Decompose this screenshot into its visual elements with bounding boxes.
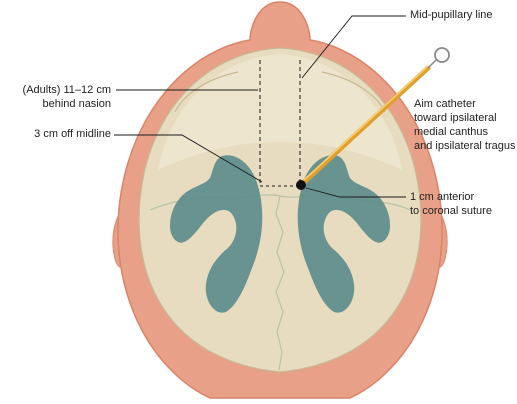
off-midline-label: 3 cm off midline	[34, 128, 111, 141]
anterior-coronal-label-line2: to coronal suture	[410, 205, 492, 218]
aim-catheter-label-line1: Aim catheter	[414, 98, 476, 111]
burr-hole	[296, 180, 306, 190]
anterior-coronal-label-line1: 1 cm anterior	[410, 191, 474, 204]
adults-distance-label-line1: (Adults) 11–12 cm	[23, 84, 111, 97]
catheter-stylet-ring-icon	[435, 48, 449, 62]
mid-pupillary-line-label: Mid-pupillary line	[410, 9, 493, 22]
aim-catheter-label-line2: toward ipsilateral	[414, 112, 497, 125]
adults-distance-label-line2: behind nasion	[42, 98, 111, 111]
catheter-stylet	[428, 60, 436, 68]
aim-catheter-label-line4: and ipsilateral tragus	[414, 140, 516, 153]
aim-catheter-label-line3: medial canthus	[414, 126, 488, 139]
